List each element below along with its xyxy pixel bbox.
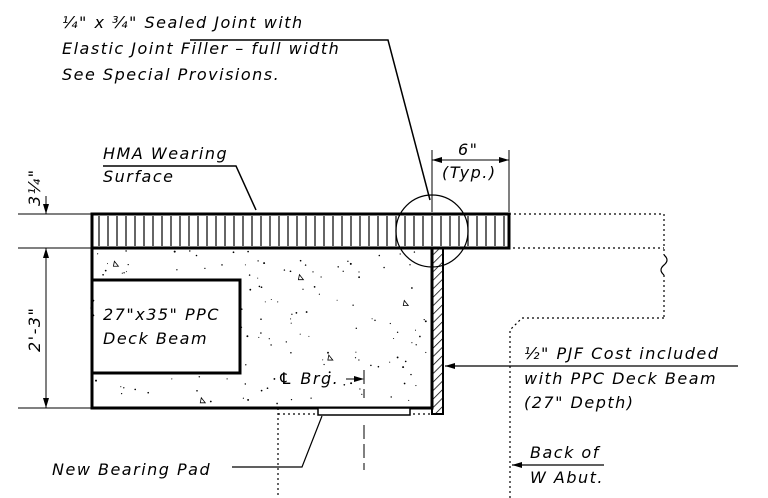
sealed-joint-note: ¼" x ¾" Sealed Joint with Elastic Joint … [62,13,340,84]
abut-line2: W Abut. [530,468,604,487]
abut-line1: Back of [530,443,601,462]
joint-note-line2: Elastic Joint Filler – full width [62,39,340,58]
hma-leader [103,165,257,211]
dim-6-sub: (Typ.) [442,163,497,182]
beam-void [90,278,242,375]
pjf-strip [431,247,444,415]
bearing-centerline: ℄ Brg. [278,369,365,470]
pjf-line3: (27" Depth) [524,393,635,412]
cl-brg-label: ℄ Brg. [278,369,339,388]
pjf-line1: ½" PJF Cost included [524,344,719,363]
abutment-outline [277,213,665,498]
joint-detail-circle [395,194,469,268]
hma-line2: Surface [103,167,174,186]
beam-line2: Deck Beam [103,329,208,348]
pjf-line2: with PPC Deck Beam [524,369,717,388]
dimension-6in: 6" (Typ.) [431,140,510,212]
hma-label: HMA Wearing Surface [103,144,228,186]
joint-note-line1: ¼" x ¾" Sealed Joint with [62,13,304,32]
joint-leader [190,39,431,201]
dim-2-3: 2'-3" [25,307,44,352]
pjf-note: ½" PJF Cost included with PPC Deck Beam … [445,344,738,412]
joint-note-line3: See Special Provisions. [62,65,280,84]
dim-6-value: 6" [458,140,479,159]
hma-line1: HMA Wearing [103,144,228,163]
dimension-left: 3¼" 2'-3" [18,168,92,409]
bearing-pad-note: New Bearing Pad [52,415,323,479]
deck-beam-section: 27"x35" PPC Deck Beam [90,246,434,410]
beam-line1: 27"x35" PPC [103,305,220,324]
pad-label: New Bearing Pad [52,460,211,479]
abutment-note: Back of W Abut. [512,443,604,487]
bearing-pad [317,407,411,416]
hma-wearing-surface [90,212,511,250]
dim-3-quarter: 3¼" [25,168,44,206]
